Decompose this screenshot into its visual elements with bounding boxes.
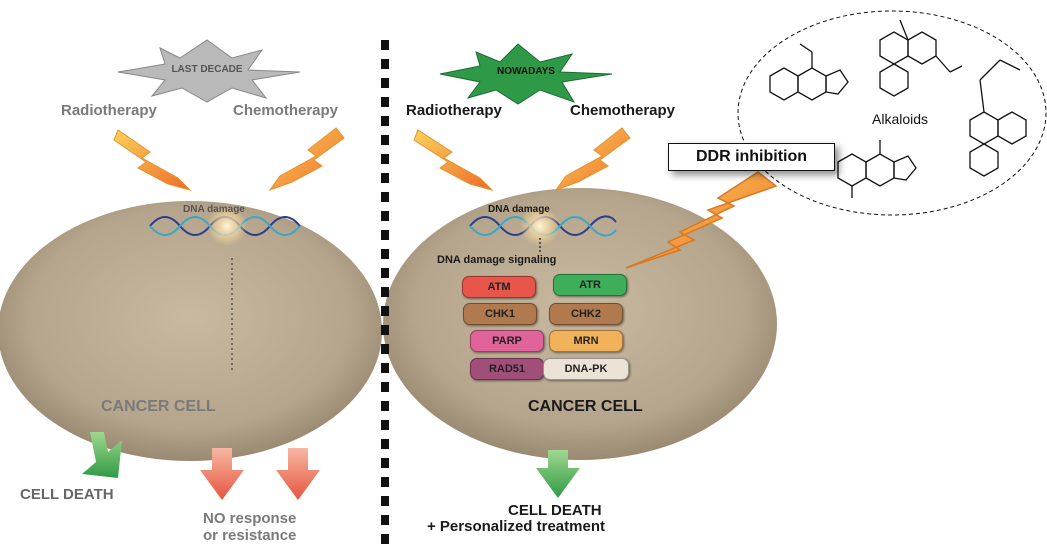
alkaloids-label: Alkaloids (872, 111, 929, 127)
no-response-label-line1: NO response (203, 510, 297, 527)
arrow-cell-death-right (536, 450, 580, 498)
protein-chk2: CHK2 (549, 303, 623, 325)
arrow-no-response-1 (200, 448, 244, 500)
dna-damage-label-right: DNA damage (488, 204, 550, 215)
dna-damage-glow-right (520, 206, 560, 246)
dna-damage-glow-left (207, 206, 247, 246)
protein-atr: ATR (553, 274, 627, 296)
alkaloid-structure-4 (837, 140, 917, 198)
arrow-cell-death-left (82, 432, 122, 478)
chemotherapy-label-right: Chemotherapy (570, 102, 676, 119)
protein-chk1: CHK1 (463, 303, 537, 325)
cancer-cell-label-right: CANCER CELL (528, 398, 643, 415)
ddr-inhibition-box: DDR inhibition (668, 143, 835, 171)
alkaloid-structure-3 (969, 59, 1027, 177)
arrow-no-response-2 (276, 448, 320, 500)
protein-parp: PARP (470, 330, 544, 352)
dna-damage-label-left: DNA damage (183, 204, 245, 215)
alkaloid-structure-1 (769, 43, 849, 101)
lightning-radiotherapy-right (413, 129, 494, 191)
cancer-cell-left (0, 201, 382, 461)
alkaloids-circle (737, 10, 1047, 216)
last-decade-label: LAST DECADE (171, 64, 243, 75)
alkaloid-structure-2 (879, 19, 963, 97)
nowadays-star (439, 43, 613, 105)
cell-death-label-right: CELL DEATH (508, 502, 602, 519)
cancer-cell-label-left: CANCER CELL (101, 398, 216, 415)
nowadays-label: NOWADAYS (497, 66, 555, 77)
cell-death-label-left: CELL DEATH (20, 486, 114, 503)
lightning-chemotherapy-right (554, 127, 631, 192)
last-decade-star (117, 39, 301, 103)
no-response-label-line2: or resistance (203, 527, 297, 544)
chemotherapy-label-left: Chemotherapy (233, 102, 339, 119)
lightning-radiotherapy-left (113, 129, 192, 191)
dna-damage-signaling-label: DNA damage signaling (437, 254, 557, 266)
lightning-ddr-inhibition (625, 171, 778, 269)
protein-mrn: MRN (549, 330, 623, 352)
radiotherapy-label-right: Radiotherapy (406, 102, 502, 119)
protein-rad51: RAD51 (470, 358, 544, 380)
personalized-treatment-label: + Personalized treatment (427, 518, 605, 535)
radiotherapy-label-left: Radiotherapy (61, 102, 157, 119)
lightning-chemotherapy-left (268, 127, 345, 192)
protein-dna-pk: DNA-PK (543, 358, 629, 380)
protein-atm: ATM (462, 276, 536, 298)
